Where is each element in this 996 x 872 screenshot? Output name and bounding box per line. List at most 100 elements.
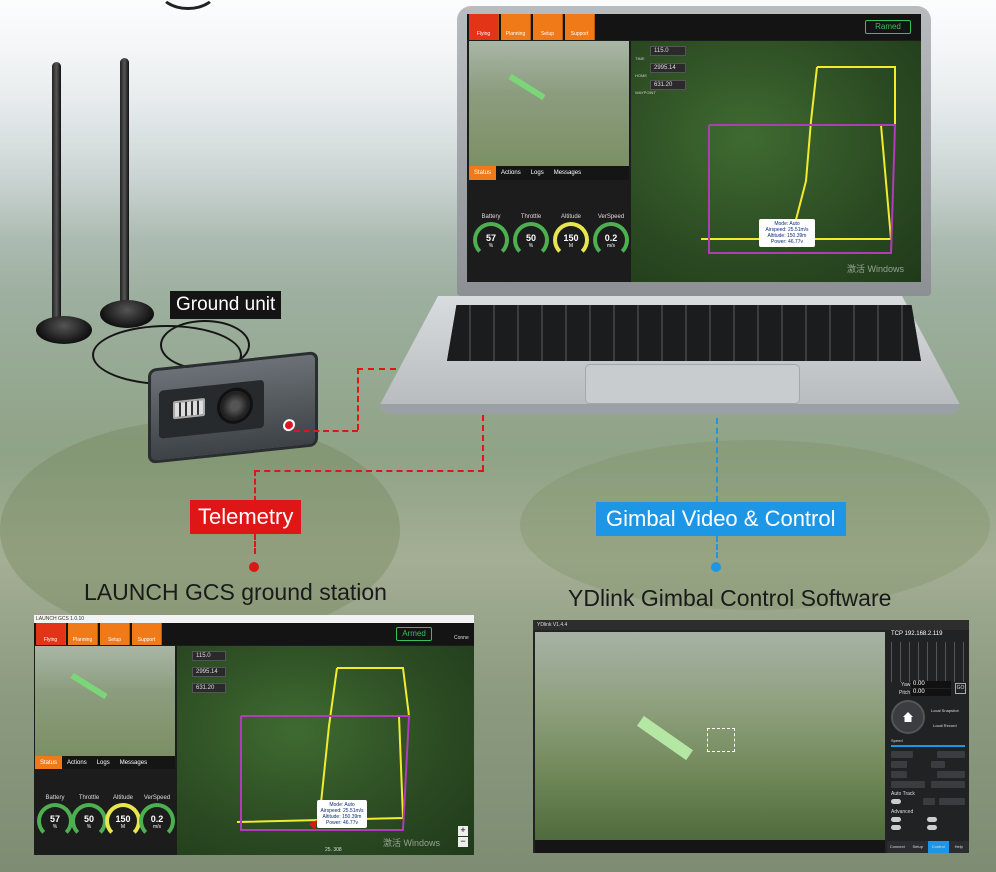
telemetry-link <box>357 368 407 370</box>
manual-focus-button[interactable] <box>937 771 965 778</box>
ydlink-screenshot: YDlink V1.4.4 TCP 192.168.2.119 Yaw 0.00… <box>533 620 969 853</box>
gcs-window-title: LAUNCH GCS 1.0.10 <box>36 616 85 622</box>
mode-button[interactable] <box>937 751 965 758</box>
tab-setup[interactable]: Setup <box>912 844 923 849</box>
tab-control[interactable]: Control <box>928 841 949 853</box>
info-waypoint: 631.20 <box>650 80 686 90</box>
auto-track-button[interactable] <box>923 798 935 805</box>
focus-button[interactable] <box>891 771 907 778</box>
tab-status[interactable]: Status <box>469 166 497 180</box>
tab-setup[interactable]: Setup <box>100 623 130 645</box>
tab-actions[interactable]: Actions <box>67 760 87 766</box>
telemetry-dot <box>249 562 259 572</box>
connect-label[interactable]: Conne <box>454 635 469 641</box>
throttle-label: Throttle <box>78 795 100 801</box>
tab-planning[interactable]: Planning <box>68 623 98 645</box>
tab-support[interactable]: Support <box>565 14 595 40</box>
snapshot-button[interactable] <box>891 781 925 788</box>
tab-flying[interactable]: Flying <box>36 623 66 645</box>
gimbal-link <box>716 418 718 502</box>
map-zoom-label: 25. 308 <box>325 847 342 853</box>
tab-logs[interactable]: Logs <box>530 170 544 176</box>
telemetry-link <box>254 470 256 502</box>
tab-support[interactable]: Support <box>132 623 162 645</box>
tab-connect[interactable]: Connect <box>889 844 905 849</box>
advanced-toggle[interactable] <box>927 825 937 830</box>
throttle-value: 50 <box>83 814 94 824</box>
info-time: 115.0 <box>192 651 226 661</box>
yaw-label: Yaw <box>901 682 911 688</box>
info-home-label: HOME <box>635 73 647 78</box>
pitch-input[interactable]: 0.00 <box>911 689 951 696</box>
verspeed-label: VerSpeed <box>597 214 625 220</box>
tab-actions[interactable]: Actions <box>501 170 521 176</box>
info-home: 2995.14 <box>192 667 226 677</box>
laptop-keyboard <box>447 305 921 361</box>
telemetry-label: Telemetry <box>190 500 302 534</box>
gimbal-label: Gimbal Video & Control <box>596 502 846 536</box>
antenna-base-left <box>36 316 92 344</box>
info-waypoint-label: WAYPOINT <box>635 90 656 95</box>
go-button[interactable]: GO <box>955 683 966 694</box>
battery-label: Battery <box>481 214 501 220</box>
ground-unit-label: Ground unit <box>170 291 282 319</box>
popup-airspeed: Airspeed: 25.51m/s <box>765 227 809 233</box>
tab-status[interactable]: Status <box>35 756 63 770</box>
speed-label: Speed <box>891 738 903 743</box>
gcs-bottom-tabs: Status Actions Logs Messages <box>469 166 629 180</box>
throttle-unit: % <box>528 243 534 249</box>
home-icon[interactable] <box>903 712 913 722</box>
advanced-toggle[interactable] <box>927 817 937 822</box>
zoom-out-button[interactable]: − <box>458 837 468 847</box>
record-button[interactable] <box>931 781 965 788</box>
yaw-input[interactable]: 0.00 <box>911 681 951 688</box>
verspeed-value: 0.2 <box>604 233 618 243</box>
throttle-unit: % <box>86 824 92 830</box>
gcs-screenshot: LAUNCH GCS 1.0.10 Flying Planning Setup … <box>34 615 474 855</box>
tab-messages[interactable]: Messages <box>119 760 148 766</box>
tab-planning[interactable]: Planning <box>501 14 531 40</box>
flight-path <box>236 667 411 831</box>
pitch-label: Pitch <box>899 690 911 696</box>
tab-flying[interactable]: Flying <box>469 14 499 40</box>
local-snapshot-button[interactable]: Local Snapshot <box>931 708 959 713</box>
windows-watermark: 激活 Windows <box>383 838 441 848</box>
popup-power: Power: 46.77v <box>326 820 358 826</box>
telemetry-link <box>254 534 256 554</box>
gcs-bottom-tabs: Status Actions Logs Messages <box>35 756 175 770</box>
advanced-toggle[interactable] <box>891 825 901 830</box>
track-toggle[interactable] <box>891 799 901 804</box>
yd-footer-tabs: Connect Setup Control Help <box>887 841 969 853</box>
info-time: 115.0 <box>650 46 686 56</box>
advanced-toggle[interactable] <box>891 817 901 822</box>
mission-map[interactable]: Mode: Auto Airspeed: 25.51m/s Altitude: … <box>631 41 921 282</box>
tab-logs[interactable]: Logs <box>96 760 110 766</box>
laptop-gcs-screen: Flying Planning Setup Support Ramed Stat… <box>467 14 921 282</box>
gimbal-dpad[interactable] <box>891 700 925 734</box>
battery-gauge: 57% <box>473 222 509 258</box>
throttle-value: 50 <box>525 233 536 243</box>
throttle-gauge: 50% <box>513 222 549 258</box>
tab-help[interactable]: Help <box>954 844 963 849</box>
telemetry-link <box>254 470 484 472</box>
local-record-button[interactable]: Local Record <box>933 723 957 728</box>
mission-map[interactable]: Mode: Auto Airspeed: 25.51m/s Altitude: … <box>177 646 474 855</box>
armed-status: Ramed <box>865 20 911 34</box>
advanced-label: Advanced <box>891 809 914 815</box>
zoom-button[interactable] <box>891 761 907 768</box>
tab-setup[interactable]: Setup <box>533 14 563 40</box>
zoom-in-button[interactable]: + <box>458 826 468 836</box>
battery-label: Battery <box>45 795 65 801</box>
gcs-caption: LAUNCH GCS ground station <box>84 579 387 605</box>
gimbal-link <box>716 536 718 558</box>
template-size-select[interactable] <box>939 798 965 805</box>
laptop-edge <box>380 404 960 414</box>
zoom-button[interactable] <box>931 761 945 768</box>
mode-button[interactable] <box>891 751 913 758</box>
tab-messages[interactable]: Messages <box>553 170 582 176</box>
yd-video-footer <box>535 840 885 853</box>
speed-slider[interactable] <box>891 745 965 747</box>
